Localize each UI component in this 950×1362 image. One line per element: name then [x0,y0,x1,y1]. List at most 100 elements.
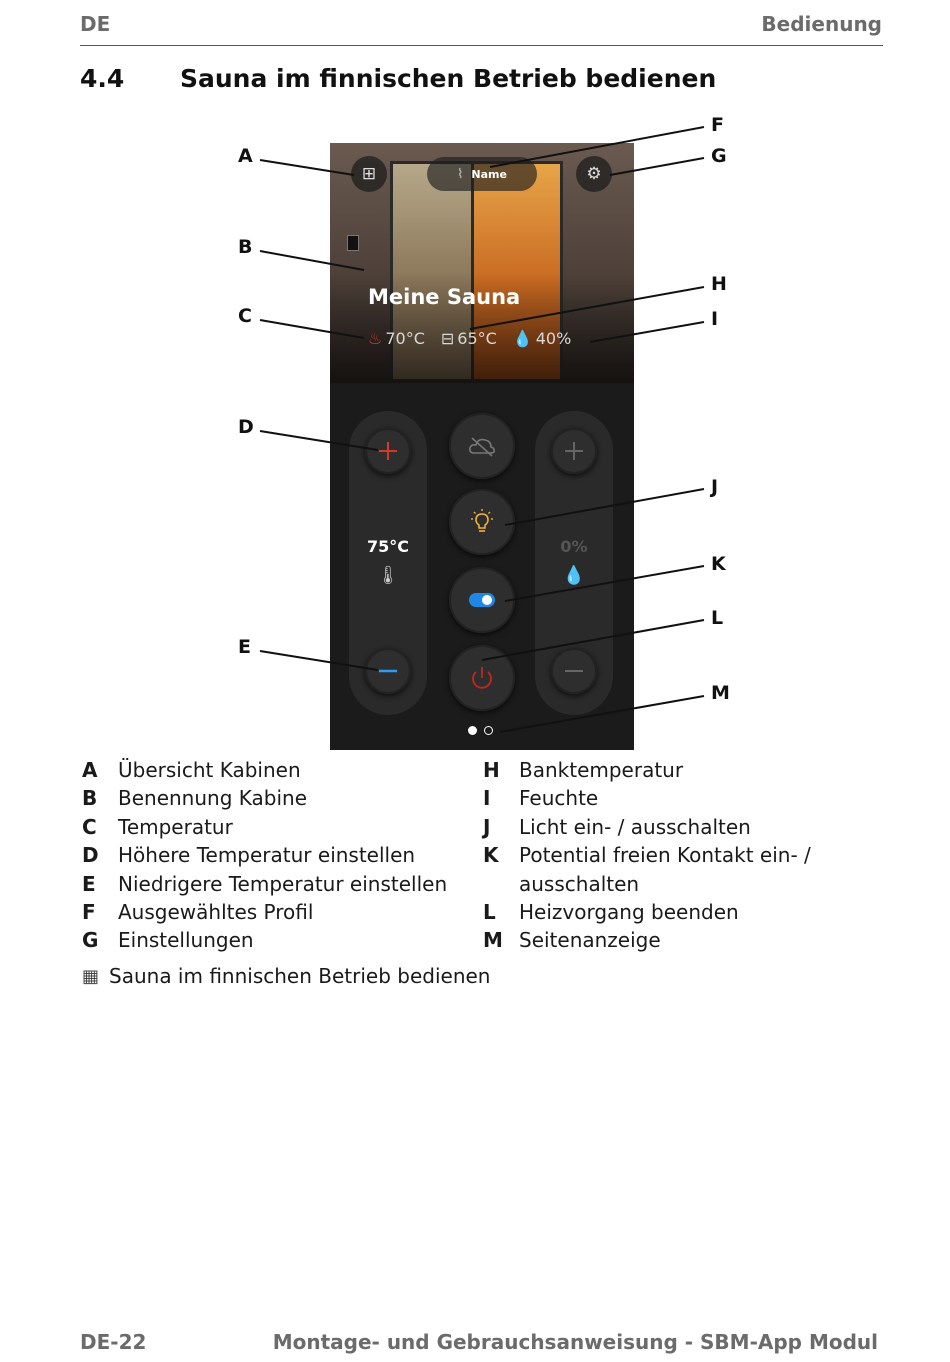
bulb-icon [471,509,493,532]
plus-icon [379,442,397,460]
cabin-hero-image: ⊞ ⌇ Name ⚙ Meine Sauna ♨ 70°C ⊟ 65°C 💧 4… [330,143,634,383]
temperature-reading: ♨ 70°C [368,329,425,348]
callout-label: F [711,114,724,136]
stop-heating-button[interactable] [449,645,515,711]
humidity-value: 40% [535,329,572,348]
legend-key: M [483,928,503,953]
settings-button[interactable]: ⚙ [576,156,612,192]
profile-selector[interactable]: ⌇ Name [427,157,537,191]
callout-label: C [238,305,252,327]
set-temperature: 75°C [366,537,409,556]
legend-text: Banktemperatur [519,758,684,782]
figure-caption: ▦ Sauna im finnischen Betrieb bedienen [82,964,490,988]
callout-label: J [711,476,719,498]
legend-text: Ausgewähltes Profil [118,900,314,925]
readings-row: ♨ 70°C ⊟ 65°C 💧 40% [368,329,571,348]
legend-text: Feuchte [519,786,599,811]
wall-control-panel [347,235,359,251]
bench-icon: ⊟ [440,329,455,348]
legend-text: Einstellungen [118,928,254,953]
document-title: Montage- und Gebrauchsanweisung - SBM-Ap… [272,1330,878,1354]
cabins-overview-button[interactable]: ⊞ [351,156,387,192]
gear-icon: ⚙ [586,164,602,184]
header-rule [80,45,883,46]
app-screenshot: ⊞ ⌇ Name ⚙ Meine Sauna ♨ 70°C ⊟ 65°C 💧 4… [330,143,634,750]
page-dot-active [468,726,477,735]
legend-key: J [483,814,491,839]
bench-temperature-value: 65°C [457,329,497,348]
legend-row: ausschalten [483,870,811,898]
thermometer-icon: 🌡 [376,565,400,586]
legend-right: H Banktemperatur I Feuchte J Licht ein- / a… [483,756,811,955]
section-title: Sauna im finnischen Betrieb bedienen [180,64,717,93]
temperature-minus-button[interactable] [365,648,411,694]
plus-icon [565,442,583,460]
profile-name: Name [471,167,507,181]
legend-row: J Licht ein- / ausschalten [483,813,811,841]
legend-text: Höhere Temperatur einstellen [118,843,416,868]
legend-key [483,870,519,898]
callout-label: A [238,145,253,167]
humidity-minus-button[interactable] [551,648,597,694]
section-number: 4.4 [80,64,125,93]
page-dot-inactive [484,726,493,735]
power-icon [472,667,492,689]
legend-text: Niedrigere Temperatur einstellen [118,871,448,896]
legend-text: Benennung Kabine [118,786,308,811]
callout-label: D [238,416,254,438]
page-number: DE-22 [80,1330,147,1354]
lounger-icon: ⌇ [457,166,464,182]
image-icon: ▦ [82,965,100,987]
legend-text: Heizvorgang beenden [519,900,739,925]
legend-key: I [483,786,491,811]
callout-label: M [711,682,730,704]
legend-row: L Heizvorgang beenden [483,898,811,926]
bench-temperature-reading: ⊟ 65°C [441,329,497,348]
humidity-reading: 💧 40% [513,329,571,348]
callout-label: B [238,236,253,258]
potential-free-contact-button[interactable] [449,567,515,633]
callout-label: I [711,308,719,330]
legend-text: Übersicht Kabinen [118,758,301,782]
callout-label: E [238,636,251,658]
temperature-plus-button[interactable] [365,428,411,474]
legend-key: K [483,843,499,868]
light-toggle-button[interactable] [449,489,515,555]
legend-text: Potential freien Kontakt ein- / [519,843,811,868]
legend-key: A [82,758,98,782]
minus-icon [565,670,583,672]
toggle-icon [469,593,495,607]
legend-row: E Niedrigere Temperatur einstellen [82,870,447,898]
cloud-off-icon [469,437,495,457]
legend-row: K Potential freien Kontakt ein- / [483,841,811,869]
header-chapter: Bedienung [761,12,882,36]
legend-key: H [483,758,500,782]
callout-label: L [711,607,724,629]
legend-key: F [82,900,96,925]
page-indicator[interactable] [468,726,493,735]
legend-text: Temperatur [118,814,233,839]
humidity-plus-button[interactable] [551,428,597,474]
legend-key: G [82,928,99,953]
legend-text: Licht ein- / ausschalten [519,814,751,839]
legend-row: G Einstellungen [82,926,447,954]
legend-row: I Feuchte [483,784,811,812]
legend-row: F Ausgewähltes Profil [82,898,447,926]
minus-icon [379,669,397,673]
heater-icon: ♨ [368,329,383,348]
callout-label: K [711,553,726,575]
legend-row: A Übersicht Kabinen [82,756,447,784]
legend-key: L [483,900,496,925]
header-language: DE [80,12,111,36]
grid-icon: ⊞ [361,164,377,184]
legend-key: E [82,871,96,896]
drop-percent-icon: 💧 [562,565,586,586]
legend-text: ausschalten [519,871,640,896]
caption-text: Sauna im finnischen Betrieb bedienen [109,964,491,988]
humidity-icon: 💧 [512,329,533,348]
legend-row: H Banktemperatur [483,756,811,784]
steam-button[interactable] [449,413,515,479]
